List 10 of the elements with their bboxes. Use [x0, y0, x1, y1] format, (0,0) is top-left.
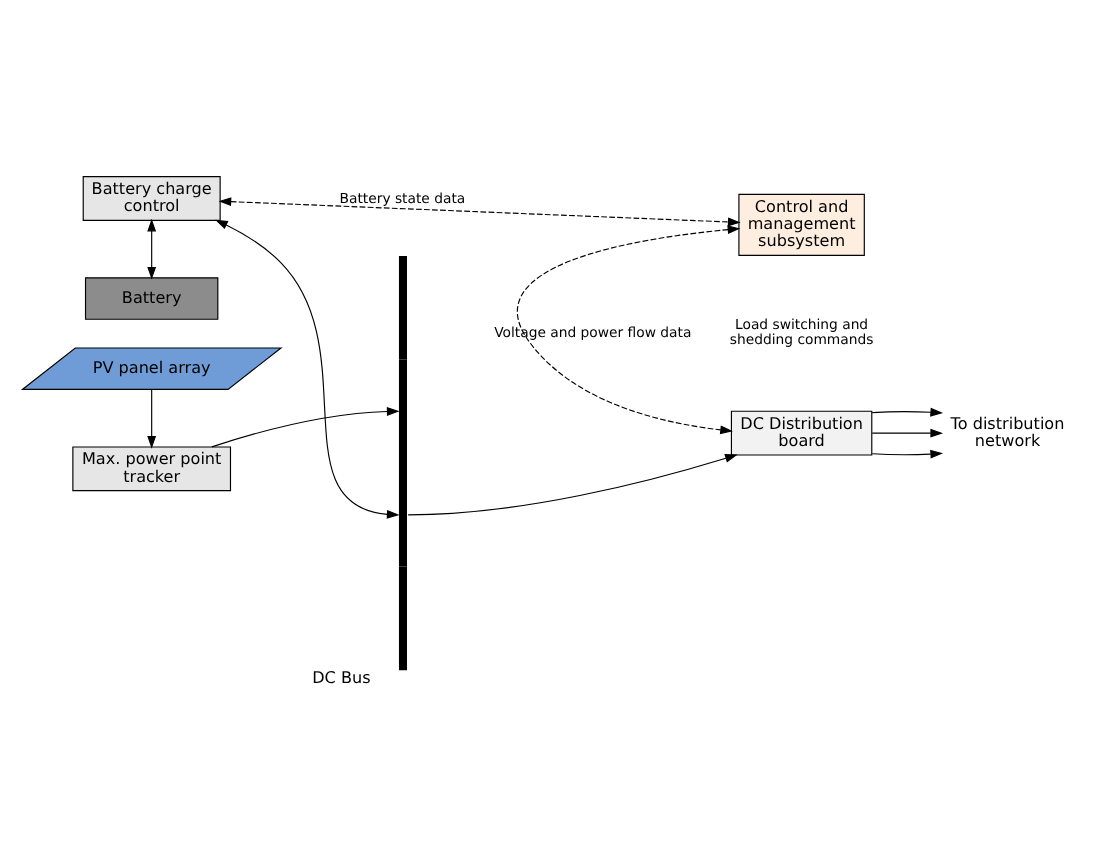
arrow — [871, 448, 944, 458]
arrow — [215, 218, 400, 518]
arrow — [211, 406, 400, 447]
arrow — [871, 427, 944, 437]
arrow — [218, 196, 741, 226]
arrow — [407, 453, 738, 515]
arrow — [147, 217, 157, 279]
arrow — [517, 224, 741, 434]
arrow — [871, 406, 944, 416]
arrow — [147, 387, 157, 448]
